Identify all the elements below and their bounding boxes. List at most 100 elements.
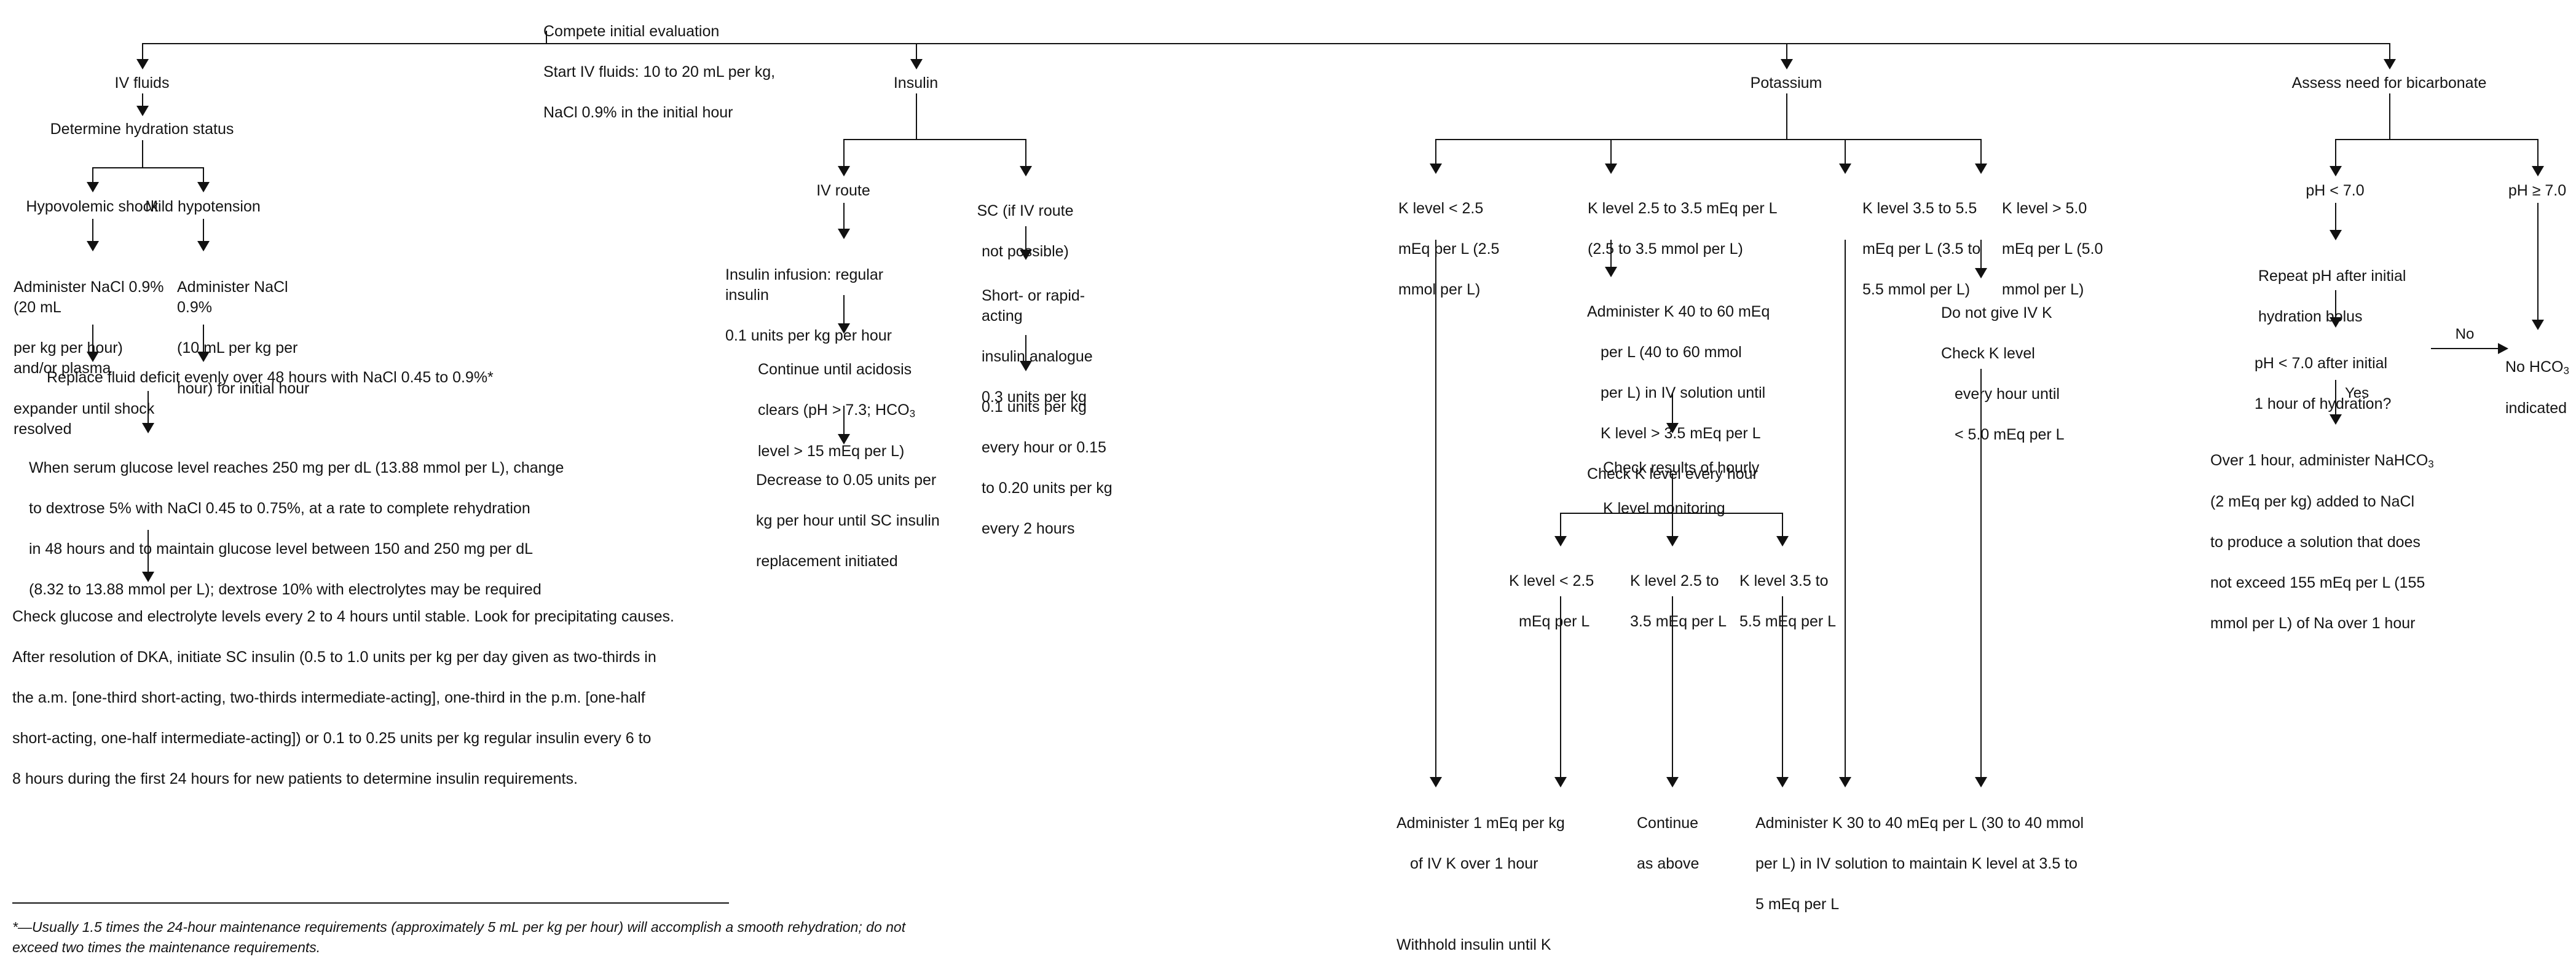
replace-fluid-deficit-node: Replace fluid deficit evenly over 48 hou… bbox=[47, 369, 494, 386]
k-col4-to-noivk-line bbox=[1980, 240, 1982, 272]
repeat-to-question-arrow bbox=[2330, 317, 2342, 328]
ph-question-node: pH < 7.0 after initial 1 hour of hydrati… bbox=[2255, 333, 2439, 414]
k-sub1-to-action-line bbox=[1560, 596, 1561, 779]
potassium-leg-1 bbox=[1435, 139, 1436, 167]
continue-to-decrease-line bbox=[843, 406, 845, 438]
insulin-sc-route-node: SC (if IV route not possible) bbox=[958, 181, 1093, 262]
arrow-bicarbonate bbox=[2384, 59, 2396, 69]
monitor-line-2: After resolution of DKA, initiate SC ins… bbox=[12, 649, 656, 666]
k-col2-to-administer-arrow bbox=[1605, 267, 1617, 277]
k-col4-line-1: K level > 5.0 bbox=[2002, 200, 2087, 217]
hypotension-action-line-3: hour) for initial hour bbox=[177, 380, 310, 397]
hourly-split-arrow-2 bbox=[1666, 536, 1679, 546]
k-action-1-node: Administer 1 mEq per kg of IV K over 1 h… bbox=[1396, 793, 1599, 978]
k-col2-line-2: (2.5 to 3.5 mmol per L) bbox=[1588, 240, 1743, 258]
no-iv-k-line-4: < 5.0 mEq per L bbox=[1955, 426, 2065, 443]
insulin-left-leg bbox=[843, 139, 845, 170]
hourly-split-arrow-3 bbox=[1776, 536, 1789, 546]
footnote-text: *—Usually 1.5 times the 24-hour maintena… bbox=[12, 917, 1278, 958]
shock-to-replace-line bbox=[92, 325, 93, 355]
no-iv-k-line-1: Do not give IV K bbox=[1941, 304, 2052, 321]
hourly-split-stem bbox=[1672, 473, 1673, 514]
k-sublevel-2: K level 2.5 to 3.5 mEq per L bbox=[1630, 551, 1753, 632]
k-level-col-3: K level 3.5 to 5.5 mEq per L (3.5 to 5.5… bbox=[1862, 178, 2010, 300]
k-col4-line-2: mEq per L (5.0 bbox=[2002, 240, 2103, 258]
k-action1-line-2: of IV K over 1 hour bbox=[1410, 855, 1538, 872]
k-level-col-1: K level < 2.5 mEq per L (2.5 mmol per L) bbox=[1398, 178, 1540, 300]
admin-40-60-line-1: Administer K 40 to 60 mEq bbox=[1587, 303, 1770, 320]
check-results-line-1: Check results of hourly bbox=[1603, 459, 1760, 476]
k-action1-line-4: level > 2.5 bbox=[1396, 977, 1481, 978]
sc-route-line-1: SC (if IV route bbox=[977, 202, 1074, 219]
k-sublevel-3: K level 3.5 to 5.5 mEq per L bbox=[1739, 551, 1862, 632]
continue-line-1: Continue until acidosis bbox=[758, 361, 912, 378]
hypotension-to-replace-line bbox=[203, 325, 204, 355]
infusion-line-2: 0.1 units per kg per hour bbox=[725, 327, 892, 344]
iv-fluids-to-hydration-line bbox=[142, 93, 143, 109]
insulin-stem bbox=[916, 93, 917, 140]
hourly-split-leg-3 bbox=[1782, 513, 1783, 540]
glucose-management-node: When serum glucose level reaches 250 mg … bbox=[29, 438, 680, 600]
potassium-leg-3 bbox=[1845, 139, 1846, 167]
k-col1-line-3: mmol per L) bbox=[1398, 281, 1481, 298]
leg-insulin bbox=[916, 43, 917, 63]
hydration-left-arrow bbox=[87, 182, 99, 192]
sc-route-line-2: not possible) bbox=[982, 243, 1069, 260]
insulin-right-leg bbox=[1025, 139, 1026, 170]
k-col3-line-1: K level 3.5 to 5.5 bbox=[1862, 200, 1977, 217]
k-sub2-line-2: 3.5 mEq per L bbox=[1630, 613, 1727, 630]
iv-route-to-infusion-arrow bbox=[838, 229, 850, 239]
check-results-hourly-node: Check results of hourly K level monitori… bbox=[1603, 438, 1806, 519]
leg-potassium bbox=[1786, 43, 1787, 63]
nahco3-line-4: not exceed 155 mEq per L (155 bbox=[2210, 574, 2425, 592]
continue-line-2-wrap: clears (pH > 7.3; HCO3 bbox=[758, 401, 915, 420]
hypotension-action-node: Administer NaCl 0.9% (10 mL per kg per h… bbox=[177, 257, 318, 399]
hourly-split-bar bbox=[1560, 513, 1783, 514]
sc-analogue-to-dose-line bbox=[1025, 335, 1026, 365]
check-results-line-2: K level monitoring bbox=[1603, 500, 1725, 517]
bicarbonate-right-leg bbox=[2537, 139, 2539, 170]
admin-40-60-line-5: Check K level every hour bbox=[1587, 465, 1758, 483]
k-action-2-node: Continue as above bbox=[1637, 793, 1735, 874]
k-sub3-to-action-arrow bbox=[1776, 777, 1789, 787]
replace-to-glucose-line bbox=[148, 391, 149, 427]
ph-high-node: pH ≥ 7.0 bbox=[2508, 182, 2567, 199]
hydration-split-bar bbox=[92, 167, 204, 168]
shock-action-arrow bbox=[87, 241, 99, 251]
post-dka-monitoring-node: Check glucose and electrolyte levels eve… bbox=[12, 586, 750, 789]
shock-action-line-3: expander until shock resolved bbox=[14, 400, 155, 438]
question-line-2: 1 hour of hydration? bbox=[2255, 395, 2392, 412]
k-col1-line-2: mEq per L (2.5 bbox=[1398, 240, 1500, 258]
k-sub2-to-action-line bbox=[1672, 596, 1673, 779]
insulin-right-arrow bbox=[1020, 166, 1032, 176]
monitor-line-5: 8 hours during the first 24 hours for ne… bbox=[12, 770, 578, 787]
hydration-right-arrow bbox=[197, 182, 210, 192]
infusion-to-continue-line bbox=[843, 295, 845, 327]
k-col4-line-3: mmol per L) bbox=[2002, 281, 2084, 298]
repeat-line-1: Repeat pH after initial bbox=[2258, 267, 2406, 285]
root-stem bbox=[546, 31, 547, 44]
glucose-to-monitor-line bbox=[148, 530, 149, 577]
decrease-line-1: Decrease to 0.05 units per bbox=[756, 471, 937, 489]
decrease-line-3: replacement initiated bbox=[756, 553, 898, 570]
potassium-leg-2 bbox=[1610, 139, 1612, 167]
k-sub1-line-2: mEq per L bbox=[1519, 613, 1590, 630]
administer-to-check-results-line bbox=[1672, 393, 1673, 427]
k-col3-line-3: 5.5 mmol per L) bbox=[1862, 281, 1971, 298]
analogue-line-1: Short- or rapid-acting bbox=[982, 287, 1085, 325]
k-col4-long-arrow bbox=[1975, 777, 1987, 787]
k-col1-line-1: K level < 2.5 bbox=[1398, 200, 1484, 217]
ph-low-node: pH < 7.0 bbox=[2306, 182, 2365, 199]
hypotension-action-line-2: (10 mL per kg per bbox=[177, 339, 298, 357]
k-level-col-2: K level 2.5 to 3.5 mEq per L (2.5 to 3.5… bbox=[1588, 178, 1834, 259]
mild-hypotension-node: Mild hypotension bbox=[145, 198, 261, 215]
no-branch-label: No bbox=[2455, 326, 2475, 342]
decrease-insulin-node: Decrease to 0.05 units per kg per hour u… bbox=[756, 450, 947, 572]
repeat-to-question-line bbox=[2335, 290, 2336, 321]
monitor-line-4: short-acting, one-half intermediate-acti… bbox=[12, 730, 652, 747]
k-action2-line-2: as above bbox=[1637, 855, 1700, 872]
nahco3-line-2: (2 mEq per kg) added to NaCl bbox=[2210, 493, 2415, 511]
shock-to-replace-arrow bbox=[87, 352, 99, 362]
k-action1-line-1: Administer 1 mEq per kg bbox=[1396, 814, 1565, 832]
